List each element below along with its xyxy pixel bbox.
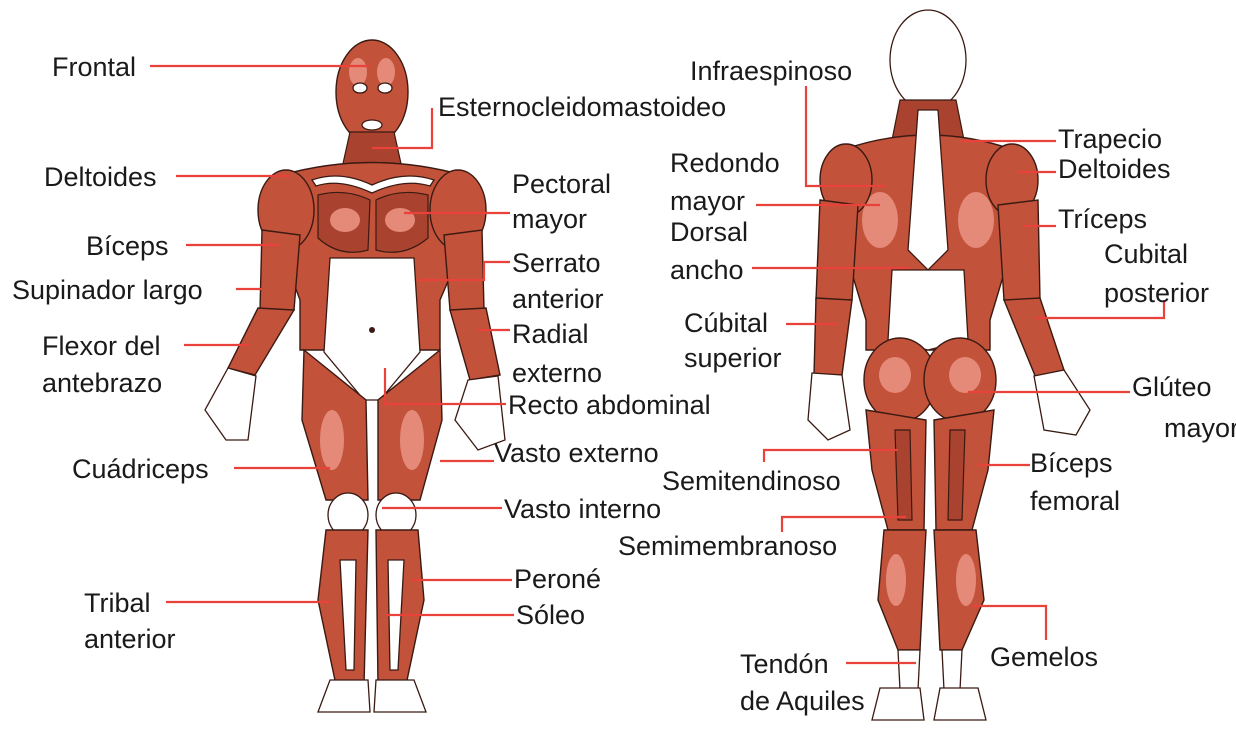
label-tendon-1: Tendón bbox=[740, 649, 829, 679]
label-infraespinoso: Infraespinoso bbox=[690, 56, 852, 86]
label-tribal-2: anterior bbox=[84, 624, 176, 654]
label-deltoides-anterior: Deltoides bbox=[44, 162, 157, 192]
label-trapecio: Trapecio bbox=[1058, 124, 1162, 154]
label-redondo-2: mayor bbox=[670, 186, 745, 216]
label-deltoides-posterior: Deltoides bbox=[1058, 154, 1171, 184]
posterior-figure bbox=[808, 10, 1090, 720]
label-radial-2: externo bbox=[512, 358, 602, 388]
label-gluteo-2: mayor bbox=[1164, 413, 1236, 443]
posterior-head bbox=[890, 10, 966, 110]
label-serrato-2: anterior bbox=[512, 284, 604, 314]
label-perone: Peroné bbox=[514, 564, 601, 594]
label-vasto-externo: Vasto externo bbox=[494, 438, 659, 468]
label-cuadriceps: Cuádriceps bbox=[72, 454, 209, 484]
label-dorsal-2: ancho bbox=[670, 255, 744, 285]
label-supinador-largo: Supinador largo bbox=[12, 275, 203, 305]
label-serrato-1: Serrato bbox=[512, 248, 601, 278]
label-flexor-2: antebrazo bbox=[42, 368, 162, 398]
label-biceps: Bíceps bbox=[86, 231, 169, 261]
anterior-figure bbox=[205, 40, 505, 712]
label-soleo: Sóleo bbox=[516, 600, 585, 630]
label-cubital-superior-1: Cúbital bbox=[684, 308, 768, 338]
label-triceps: Tríceps bbox=[1058, 204, 1147, 234]
label-pectoral-2: mayor bbox=[512, 204, 587, 234]
label-pectoral-1: Pectoral bbox=[512, 169, 611, 199]
label-recto-abdominal: Recto abdominal bbox=[508, 390, 711, 420]
label-vasto-interno: Vasto interno bbox=[504, 494, 661, 524]
label-tendon-2: de Aquiles bbox=[740, 686, 865, 716]
label-flexor-1: Flexor del bbox=[42, 331, 161, 361]
label-biceps-femoral-2: femoral bbox=[1030, 486, 1120, 516]
label-radial-1: Radial bbox=[512, 319, 589, 349]
label-cubital-posterior-2: posterior bbox=[1104, 278, 1209, 308]
label-esternocleidomastoideo: Esternocleidomastoideo bbox=[438, 92, 726, 122]
label-cubital-posterior-1: Cubital bbox=[1104, 239, 1188, 269]
label-cubital-superior-2: superior bbox=[684, 343, 782, 373]
label-tribal-1: Tribal bbox=[84, 588, 151, 618]
label-gluteo-1: Glúteo bbox=[1132, 372, 1212, 402]
label-semimembranoso: Semimembranoso bbox=[618, 531, 837, 561]
label-redondo-1: Redondo bbox=[670, 148, 780, 178]
label-dorsal-1: Dorsal bbox=[670, 217, 748, 247]
label-frontal: Frontal bbox=[52, 52, 136, 82]
label-semitendinoso: Semitendinoso bbox=[662, 466, 841, 496]
label-biceps-femoral-1: Bíceps bbox=[1030, 448, 1113, 478]
label-gemelos: Gemelos bbox=[990, 642, 1098, 672]
